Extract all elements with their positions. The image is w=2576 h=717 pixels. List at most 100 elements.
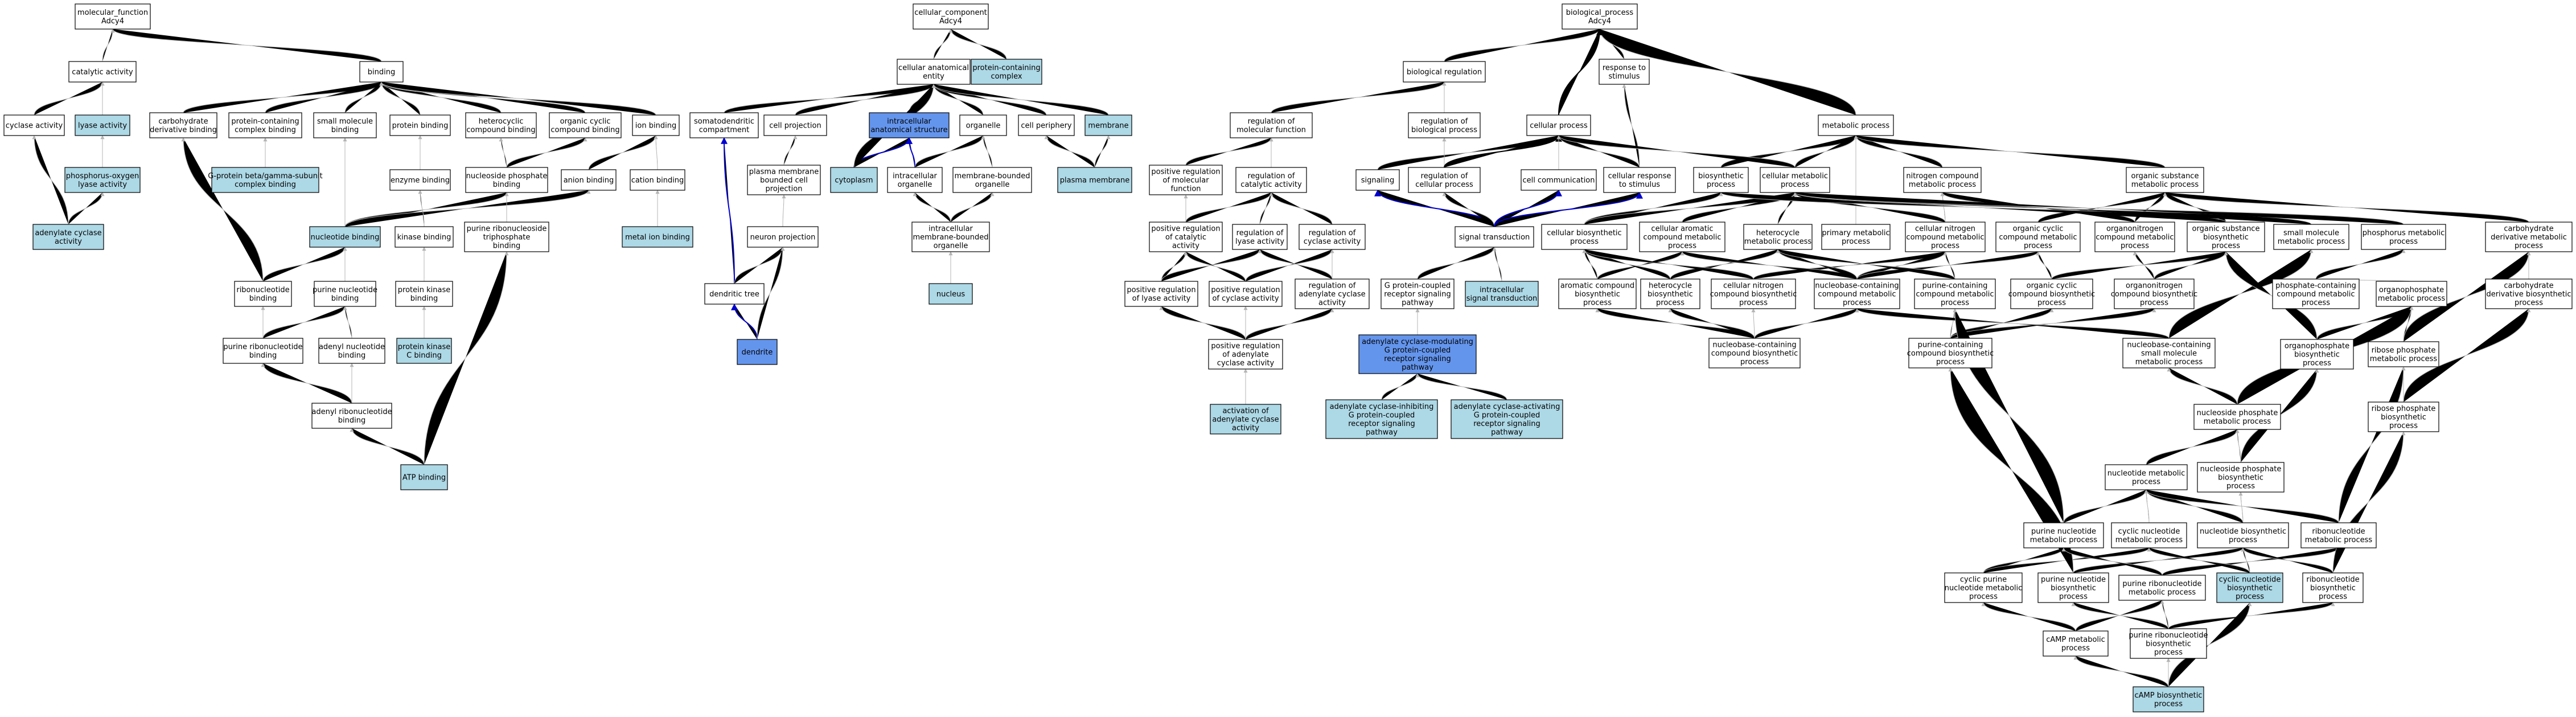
go-term-cellproc[interactable]: cellular process (1526, 114, 1591, 136)
go-term-cytoplasm[interactable]: cytoplasm (830, 167, 878, 193)
go-term-bioreg[interactable]: biological regulation (1403, 61, 1486, 83)
go-term-cellperi[interactable]: cell periphery (1018, 114, 1075, 136)
go-term-neuronproj[interactable]: neuron projection (747, 226, 819, 248)
go-term-organelle[interactable]: organelle (959, 114, 1007, 136)
go-term-kinbind[interactable]: kinase binding (395, 226, 454, 248)
go-term-metalbind[interactable]: metal ion binding (622, 226, 693, 248)
go-term-sigtrans[interactable]: signal transduction (1455, 226, 1534, 248)
go-term-pm[interactable]: plasma membrane (1057, 167, 1132, 193)
go-term-cyclase[interactable]: cyclase activity (3, 114, 65, 136)
go-term-dendrite[interactable]: dendrite (737, 339, 778, 365)
go-term-ionbind[interactable]: ion binding (632, 114, 680, 136)
go-term-nucleus[interactable]: nucleus (928, 283, 973, 305)
go-term-enzbind[interactable]: enzyme binding (389, 169, 451, 191)
go-term-metab[interactable]: metabolic process (1818, 114, 1894, 136)
go-term-cellproj[interactable]: cell projection (763, 114, 827, 136)
go-term-cellcomm[interactable]: cell communication (1521, 169, 1597, 191)
go-term-lyase[interactable]: lyase activity (75, 114, 130, 136)
go-term-dendtree[interactable]: dendritic tree (704, 283, 765, 305)
go-term-atpbind[interactable]: ATP binding (400, 464, 448, 490)
go-term-anionbind[interactable]: anion binding (561, 169, 617, 191)
go-term-cationbind[interactable]: cation binding (630, 169, 685, 191)
go-term-membrane[interactable]: membrane (1084, 114, 1132, 136)
go-term-nucbind[interactable]: nucleotide binding (309, 226, 381, 248)
